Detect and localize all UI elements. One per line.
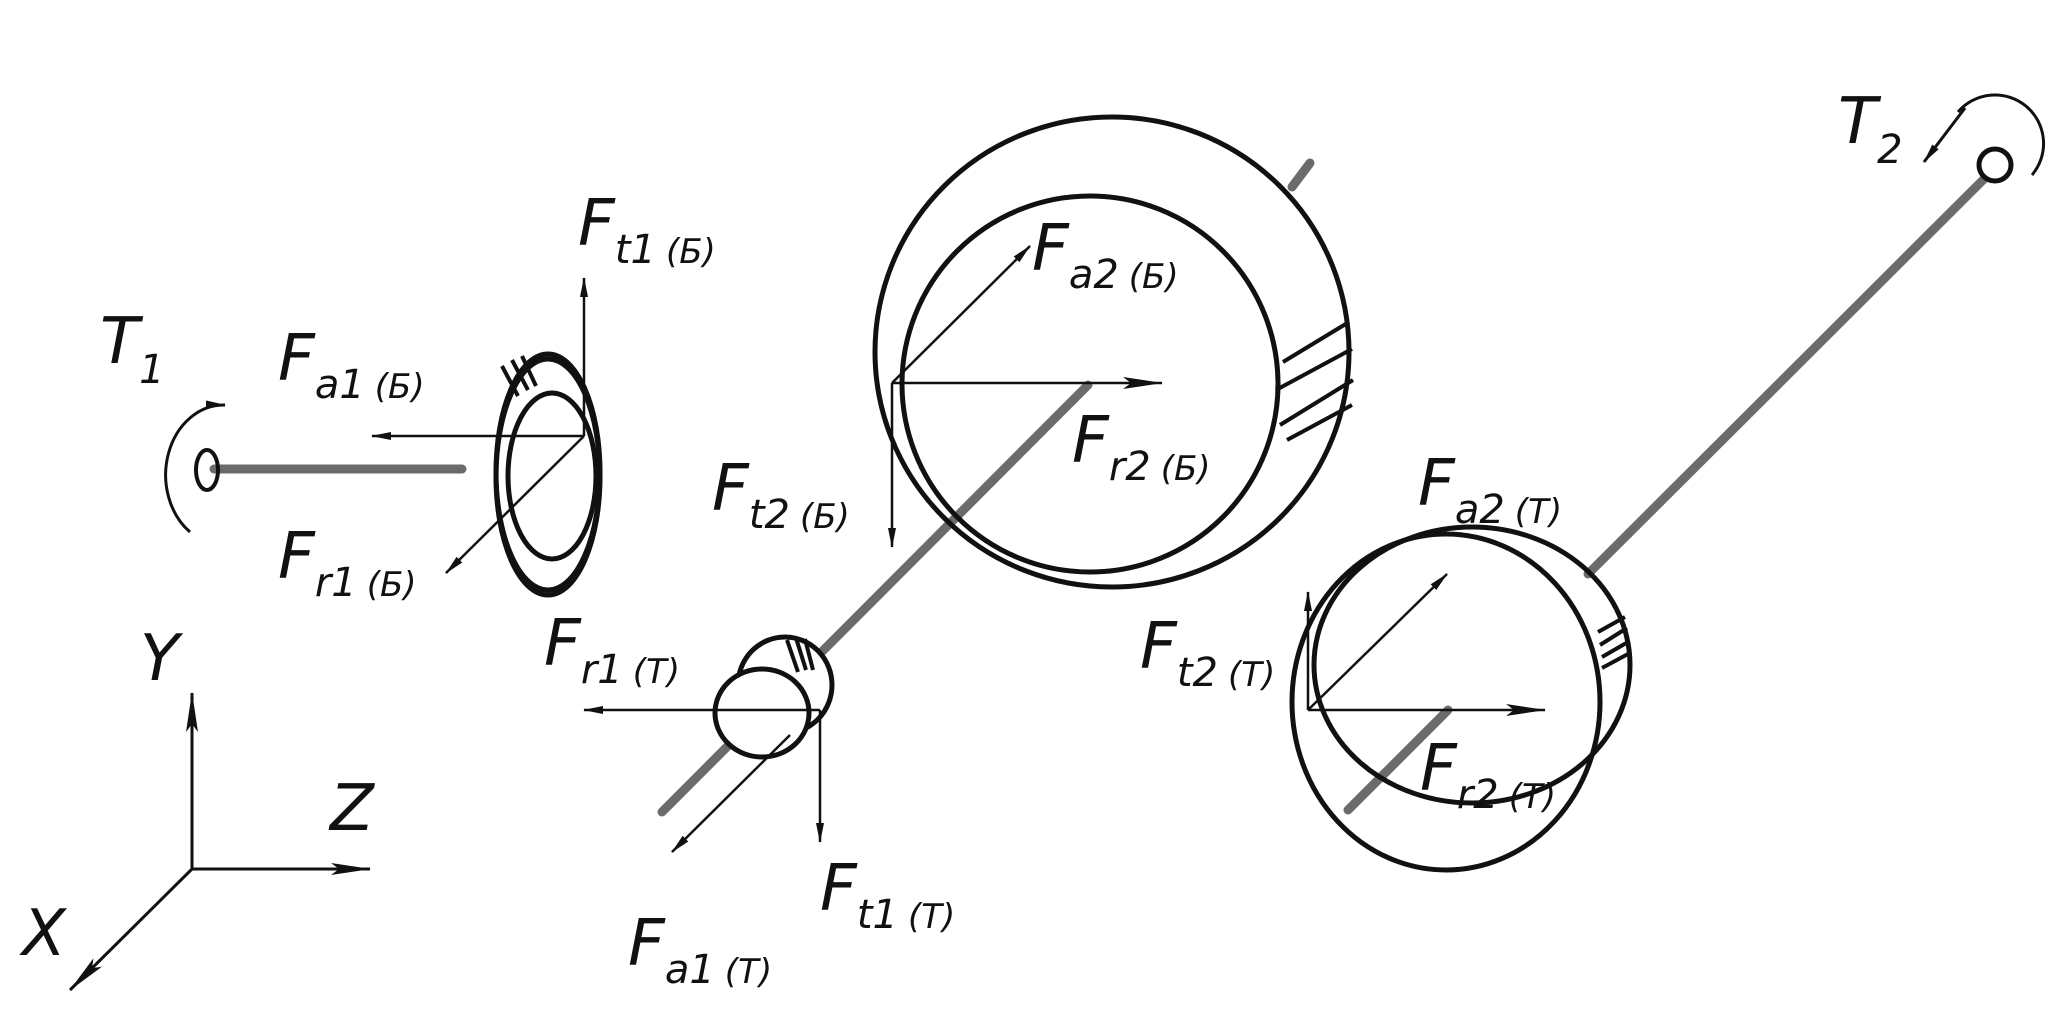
output-shaft bbox=[1343, 705, 1453, 815]
labels: T1 T2 Ft1(Б) Fa1(Б) Fr1(Б) Fa2(Б) Fr2(Б)… bbox=[19, 85, 1903, 993]
shaft-stub-top bbox=[1287, 158, 1315, 192]
label-fa2-b: Fa2(Б) bbox=[1032, 212, 1179, 298]
wheel2-teeth bbox=[1275, 320, 1355, 442]
t2-arrow-icon bbox=[1922, 107, 1967, 163]
cyl-wheel-t bbox=[1289, 524, 1633, 873]
label-t2: T2 bbox=[1838, 85, 1903, 173]
force-arrows bbox=[371, 245, 1546, 853]
input-end bbox=[164, 400, 226, 534]
input-shaft-end bbox=[194, 448, 220, 492]
label-fa2-t: Fa2(T) bbox=[1418, 447, 1562, 533]
bevel-wheel-2 bbox=[872, 114, 1355, 590]
label-fr2-b: Fr2(Б) bbox=[1072, 404, 1211, 490]
pinion1-teeth bbox=[500, 355, 538, 397]
wheel-t-front bbox=[1289, 531, 1603, 873]
label-ft1-t: Ft1(T) bbox=[820, 852, 955, 938]
pinion-t-teeth bbox=[785, 637, 815, 673]
label-fa1-b: Fa1(Б) bbox=[278, 322, 425, 408]
t2-moment-arc-icon bbox=[1956, 93, 2046, 176]
output-shaft-upper bbox=[1583, 170, 1993, 579]
label-fr1-t: Fr1(T) bbox=[544, 607, 680, 693]
label-axis-y: Y bbox=[140, 622, 184, 696]
arrow-fr1-b bbox=[445, 435, 585, 574]
coordinate-axes bbox=[68, 692, 371, 992]
arrow-fa1-t bbox=[671, 734, 791, 853]
pinion-t-front bbox=[712, 666, 812, 760]
label-fa1-t: Fa1(T) bbox=[628, 907, 772, 993]
wheel-t-teeth bbox=[1597, 615, 1629, 670]
label-ft1-b: Ft1(Б) bbox=[578, 187, 716, 273]
output-end bbox=[1922, 93, 2046, 184]
t1-moment-arc-icon bbox=[164, 400, 226, 534]
intermediate-shaft bbox=[657, 380, 1093, 817]
label-ft2-t: Ft2(T) bbox=[1140, 610, 1275, 696]
output-shaft-end bbox=[1976, 146, 2014, 184]
wheel2-outer bbox=[872, 114, 1352, 590]
label-axis-z: Z bbox=[328, 772, 375, 846]
label-fr1-b: Fr1(Б) bbox=[278, 520, 417, 606]
cyl-pinion-t bbox=[712, 634, 835, 760]
pinion1-hub bbox=[505, 390, 599, 562]
axis-x-arrow bbox=[68, 867, 194, 992]
arrow-fa2-t bbox=[1307, 573, 1448, 711]
wheel-t-back bbox=[1311, 524, 1633, 806]
label-fr2-t: Fr2(T) bbox=[1420, 732, 1556, 818]
bevel-pinion-1 bbox=[493, 351, 603, 598]
arrow-fa2-b bbox=[891, 245, 1031, 384]
label-ft2-b: Ft2(Б) bbox=[712, 452, 850, 538]
label-t1: T1 bbox=[100, 305, 165, 393]
label-axis-x: X bbox=[19, 897, 67, 971]
pinion1-front-face bbox=[493, 356, 603, 598]
